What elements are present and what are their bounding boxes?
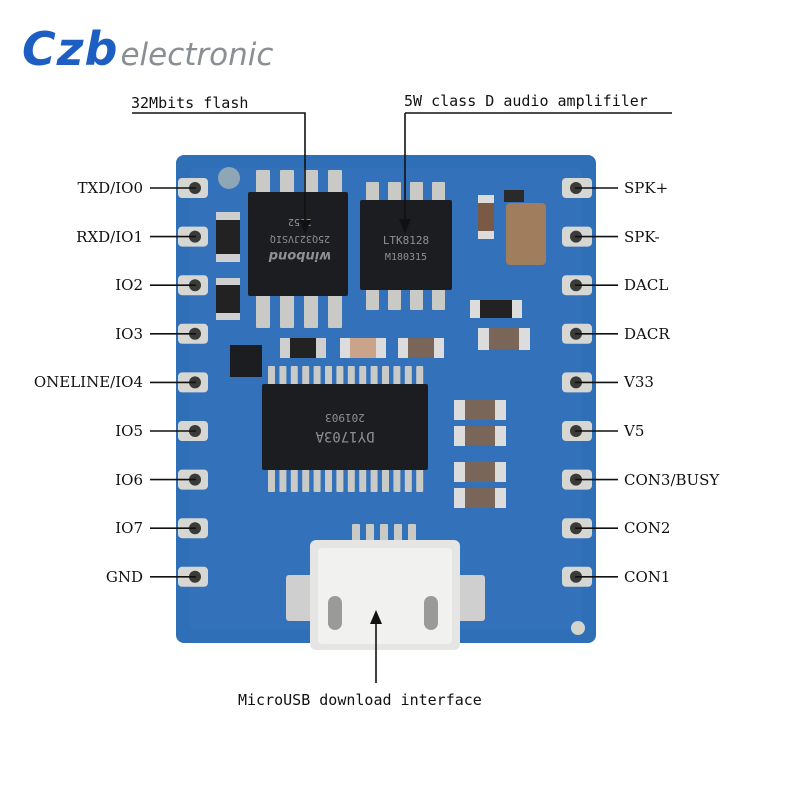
left-pin-label: ONELINE/IO4 [33,373,143,392]
amp-marking-2: M180315 [385,252,427,263]
chip-pin [256,294,270,328]
chip-pin [388,288,401,310]
chip-pin [347,468,355,492]
chip-pin [380,524,388,542]
chip-pin [352,524,360,542]
right-pin-label: CON1 [624,567,671,586]
chip-pin [359,468,367,492]
chip-pin [410,288,423,310]
left-pin-label: RXD/IO1 [76,227,143,246]
right-pin-label: CON3/BUSY [624,470,720,489]
left-pin-label: IO7 [115,519,143,538]
chip-pin [268,468,275,492]
chip-pin [359,366,367,386]
chip-pin [347,366,355,386]
chip-pin [410,182,423,202]
flash-callout-label: 32Mbits flash [131,94,249,112]
left-pin-label: IO3 [115,324,143,343]
chip-pin [328,170,342,194]
chip-pin [302,468,310,492]
chip-pin [394,524,402,542]
amplifier-chip: LTK8128 M180315 [360,182,452,310]
chip-pin [280,170,294,194]
chip-pin [256,170,270,194]
chip-pin [366,288,379,310]
flash-marking-1: winbond [268,248,331,263]
right-pin-label: V5 [624,422,645,440]
chip-pin [279,468,287,492]
chip-pin [313,366,321,386]
chip-pin [328,294,342,328]
chip-pin [432,182,445,202]
chip-pin [404,366,412,386]
mcu-chip: DY1703A 201903 [262,366,428,492]
chip-pin [336,366,344,386]
right-pin-label: SPK- [624,227,660,246]
chip-pin [382,366,389,386]
usb-callout-label: MicroUSB download interface [238,691,482,709]
right-pin-label: DACL [624,276,669,295]
mounting-hole [571,621,585,635]
left-pin-label: GND [105,567,143,586]
left-pin-label: IO6 [115,470,143,489]
passive-components [216,190,546,508]
brand-suffix: electronic [120,37,274,73]
chip-pin [325,468,332,492]
right-pin-label: V33 [624,373,654,392]
chip-pin [408,524,416,542]
chip-pin [370,366,378,386]
usb-arrowhead [370,610,382,624]
chip-pin [304,294,318,328]
amplifier-callout-label: 5W class D audio amplifiler [404,92,648,110]
chip-pin [370,468,378,492]
chip-pin [366,182,379,202]
pin-leader-lines [150,187,618,578]
leader-arrowheads [299,219,411,624]
chip-pin [366,524,374,542]
chip-pin [393,468,401,492]
chip-pin [336,468,344,492]
right-pin-label: CON2 [624,519,671,538]
chip-pin [404,468,412,492]
chip-pin [302,366,310,386]
chip-pin [268,366,275,386]
mcu-marking-1: DY1703A [315,428,375,444]
microusb-connector [286,524,485,650]
chip-pin [416,366,424,386]
left-pin-label: TXD/IO0 [77,179,143,197]
chip-pin [325,366,332,386]
right-pin-label: SPK+ [624,179,669,197]
chip-pin [382,468,389,492]
brand-name: Czb [22,22,119,76]
left-pin-label: IO2 [115,276,143,295]
mounting-hole [218,167,240,189]
left-pin-label: IO5 [115,422,143,440]
chip-pin [304,170,318,194]
flash-leader-line [132,112,306,223]
chip-pin [432,288,445,310]
flash-chip: winbond 25Q32JVSIQ 1852 [248,170,348,328]
chip-pin [388,182,401,202]
chip-pin [416,468,424,492]
chip-pin [313,468,321,492]
flash-marking-2: 25Q32JVSIQ [270,233,330,244]
chip-pin [393,366,401,386]
chip-pin [280,294,294,328]
leader-lines [132,112,672,683]
flash-arrowhead [299,220,311,234]
right-pin-label: DACR [624,324,670,343]
mcu-marking-2: 201903 [325,411,365,424]
chip-pin [290,468,298,492]
amp-marking-1: LTK8128 [383,234,429,247]
chip-pin [290,366,298,386]
amp-arrowhead [399,219,411,233]
chip-pin [279,366,287,386]
brand-logo: Czb electronic [22,22,274,76]
